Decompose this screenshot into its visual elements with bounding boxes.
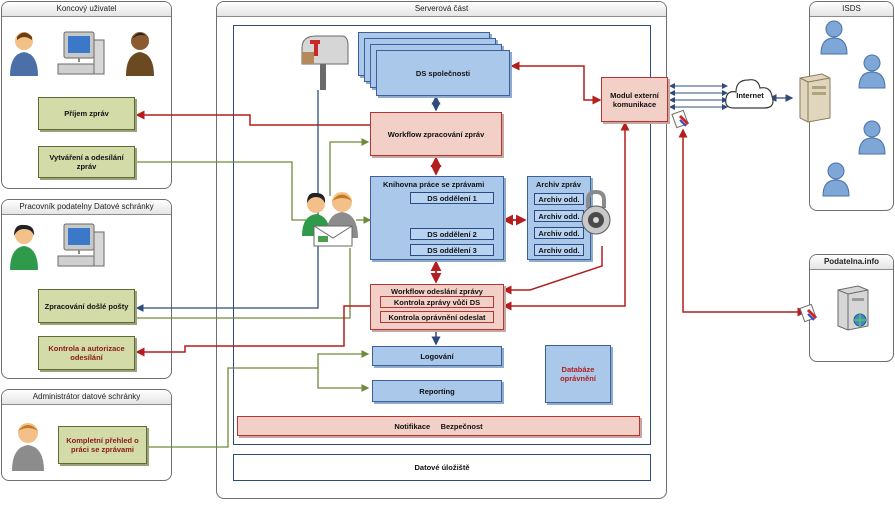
user-icon [858,120,886,159]
mailbox-icon [298,34,350,95]
panel-title-podatelna: Podatelna.info [810,255,893,270]
server-inner-frame [233,25,651,445]
databaze-opravneni-box[interactable]: Databáze oprávnění [545,345,611,403]
user-icon [858,54,886,93]
line-ds-modul [510,61,602,105]
server-icon [792,72,832,129]
vytvareni-zprav-box[interactable]: Vytváření a odesílání zpráv [38,146,135,178]
workflow-zpracovani-box[interactable]: Workflow zpracování zpráv [370,112,502,156]
notifikace-bezpecnost-box[interactable]: Notifikace Bezpečnost [237,416,640,436]
line-archiv-odesl [502,246,603,295]
ds-oddeleni-2[interactable]: DS oddělení 2 [410,228,494,240]
line-zpracovani-people [137,248,351,319]
panel-title-mailroom: Pracovník podatelny Datové schránky [2,200,171,215]
archiv-odd-1[interactable]: Archiv odd. [534,193,584,205]
knihovna-title: Knihovna práce se zprávami [383,180,485,189]
person-icon [8,30,40,81]
kontrola-opravneni-box[interactable]: Kontrola oprávnění odeslat [380,311,494,323]
ds-spolecnosti-box[interactable]: DS společnosti [376,50,510,96]
line-workflow-prijem [135,110,370,126]
prijem-zprav-box[interactable]: Příjem zpráv [38,97,135,130]
person-icon [8,224,40,275]
line-modul-podatelna [678,128,807,317]
panel-title-server: Serverová část [217,2,666,17]
archiv-odd-4[interactable]: Archiv odd. [534,244,584,256]
line-prehled-reporting [141,367,370,448]
person-icon [10,421,46,476]
user-icon [822,162,850,201]
archiv-odd-3[interactable]: Archiv odd. [534,227,584,239]
lock-icon [580,189,612,241]
line-vytvareni-workflow [137,161,306,221]
ds-oddeleni-1[interactable]: DS oddělení 1 [410,192,494,204]
logovani-box[interactable]: Logování [372,346,502,366]
certificate-icon [671,108,692,135]
datove-uloziste-box[interactable]: Datové úložiště [233,454,651,481]
reporting-box[interactable]: Reporting [372,380,502,402]
cloud-icon [724,74,776,123]
panel-title-isds: ISDS [810,2,893,17]
lines-modul-internet [669,83,728,110]
ds-oddeleni-3[interactable]: DS oddělení 3 [410,244,494,256]
user-icon [820,20,848,59]
panel-title-admin: Administrátor datové schránky [2,390,171,405]
workflow-odeslani-title: Workflow odeslání zprávy [391,287,483,296]
panel-title-end-user: Koncový uživatel [2,2,171,17]
line-modul-odesl [502,121,630,311]
certificate-icon [799,302,820,329]
line-prehled-logovani [317,350,370,368]
people-icon [300,190,364,255]
line-people-workflow [329,138,370,196]
archiv-title: Archiv zpráv [536,180,582,189]
person-icon [124,30,156,81]
kontrola-autorizace-box[interactable]: Kontrola a autorizace odesílání [38,336,135,370]
internet-label: Internet [736,90,764,100]
archiv-odd-2[interactable]: Archiv odd. [534,210,584,222]
line-mailbox-zpracovani [135,90,319,312]
line-odesl-kontrola [135,305,370,357]
computer-icon [52,30,108,87]
prehled-box[interactable]: Kompletní přehled o práci se zprávami [58,426,147,464]
zpracovani-posty-box[interactable]: Zpracování došlé pošty [38,289,135,323]
modul-externi-komunikace-box[interactable]: Modul externí komunikace [601,77,668,122]
server-icon [832,284,872,339]
computer-icon [52,222,108,279]
kontrola-ds-box[interactable]: Kontrola zprávy vůči DS [380,296,494,308]
